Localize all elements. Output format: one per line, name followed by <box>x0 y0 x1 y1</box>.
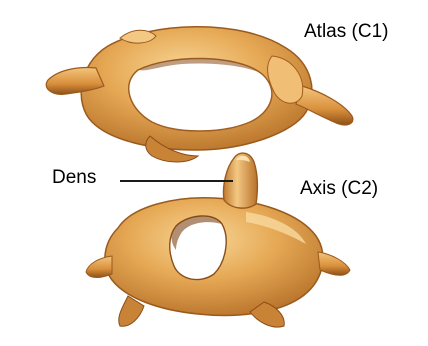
axis-label: Axis (C2) <box>300 179 378 198</box>
axis-left-transverse-process <box>86 256 112 278</box>
axis-right-transverse-process <box>318 252 350 275</box>
atlas-right-transverse-process <box>296 86 353 125</box>
atlas-label: Atlas (C1) <box>304 22 388 41</box>
dens-label: Dens <box>52 168 96 187</box>
atlas-vertebra <box>46 27 353 162</box>
